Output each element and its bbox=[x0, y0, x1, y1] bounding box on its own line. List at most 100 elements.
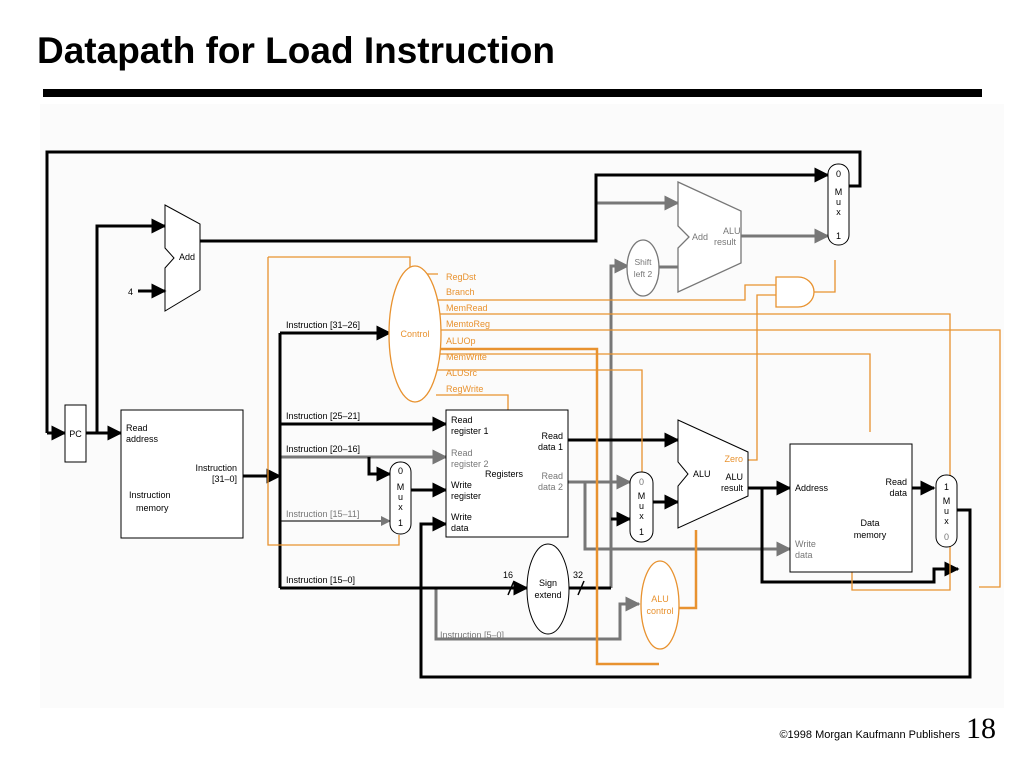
rf-read-data2-a: Read bbox=[541, 471, 563, 481]
dm-address: Address bbox=[795, 483, 829, 493]
rf-write-data-a: Write bbox=[451, 512, 472, 522]
im-read-label: Read bbox=[126, 423, 148, 433]
signal-memtoreg: MemtoReg bbox=[446, 319, 490, 329]
rf-read-data1-b: data 1 bbox=[538, 442, 563, 452]
pc-label: PC bbox=[69, 429, 82, 439]
signal-aluop: ALUOp bbox=[446, 336, 476, 346]
svg-text:result: result bbox=[714, 237, 737, 247]
svg-text:Shift: Shift bbox=[634, 257, 652, 267]
title-rule bbox=[43, 89, 982, 97]
control-label: Control bbox=[400, 329, 429, 339]
svg-text:0: 0 bbox=[398, 466, 403, 476]
svg-text:1: 1 bbox=[398, 518, 403, 528]
svg-text:extend: extend bbox=[534, 590, 561, 600]
inactive-wires bbox=[280, 195, 830, 641]
pc-source-mux: 0 M u x 1 bbox=[827, 163, 850, 246]
field-15-0: Instruction [15–0] bbox=[286, 575, 355, 585]
bits-32-label: 32 bbox=[573, 570, 583, 580]
sign-extend: Sign extend 16 32 bbox=[503, 543, 583, 635]
pc-register: PC bbox=[64, 404, 87, 463]
bus-slashes bbox=[507, 580, 585, 596]
svg-text:u: u bbox=[836, 197, 841, 207]
slide-title: Datapath for Load Instruction bbox=[37, 30, 555, 71]
data-memory: Address Read data Write data Data memory bbox=[789, 443, 913, 573]
signal-regdst: RegDst bbox=[446, 272, 477, 282]
field-20-16: Instruction [20–16] bbox=[286, 444, 360, 454]
im-bits-label: [31–0] bbox=[212, 474, 237, 484]
alu-label: ALU bbox=[693, 469, 711, 479]
copyright-footer: ©1998 Morgan Kaufmann Publishers bbox=[779, 729, 960, 741]
rf-read-reg2-a: Read bbox=[451, 448, 473, 458]
svg-text:x: x bbox=[944, 516, 949, 526]
im-name-2: memory bbox=[136, 503, 169, 513]
active-wires bbox=[45, 150, 972, 679]
alu-zero-label: Zero bbox=[724, 454, 743, 464]
const-four: 4 bbox=[128, 283, 167, 299]
svg-text:M: M bbox=[943, 496, 951, 506]
regdst-mux: 0 M u x 1 bbox=[389, 461, 412, 535]
svg-text:x: x bbox=[639, 511, 644, 521]
dm-write-b: data bbox=[795, 550, 813, 560]
branch-and-gate bbox=[775, 276, 815, 308]
svg-text:u: u bbox=[639, 501, 644, 511]
svg-text:M: M bbox=[835, 187, 843, 197]
svg-text:x: x bbox=[398, 502, 403, 512]
signal-branch: Branch bbox=[446, 287, 475, 297]
main-alu: ALU Zero ALU result bbox=[677, 419, 749, 529]
const-four-label: 4 bbox=[128, 287, 133, 297]
rf-read-reg1-b: register 1 bbox=[451, 426, 489, 436]
alusrc-mux: 0 M u x 1 bbox=[629, 471, 654, 543]
alu-result-a: ALU bbox=[725, 472, 743, 482]
rf-write-data-b: data bbox=[451, 523, 469, 533]
svg-text:M: M bbox=[397, 482, 405, 492]
page-number: 18 bbox=[966, 712, 996, 745]
alu-control: ALU control bbox=[640, 560, 680, 650]
svg-text:1: 1 bbox=[639, 527, 644, 537]
field-5-0: Instruction [5–0] bbox=[440, 630, 504, 640]
rf-name: Registers bbox=[485, 469, 524, 479]
pc-adder: Add bbox=[164, 204, 201, 312]
field-31-26: Instruction [31–26] bbox=[286, 320, 360, 330]
im-address-label: address bbox=[126, 434, 159, 444]
svg-text:x: x bbox=[836, 207, 841, 217]
rf-read-reg1-a: Read bbox=[451, 415, 473, 425]
svg-text:Add: Add bbox=[692, 232, 708, 242]
rf-write-reg-a: Write bbox=[451, 480, 472, 490]
dm-write-a: Write bbox=[795, 539, 816, 549]
shift-left-2: Shift left 2 bbox=[626, 239, 660, 297]
svg-text:0: 0 bbox=[944, 532, 949, 542]
dm-read-a: Read bbox=[885, 477, 907, 487]
svg-text:1: 1 bbox=[836, 231, 841, 241]
im-name-1: Instruction bbox=[129, 490, 171, 500]
control-unit: Control RegDst Branch MemRead MemtoReg A… bbox=[388, 265, 490, 403]
rf-read-data1-a: Read bbox=[541, 431, 563, 441]
aluop-wires bbox=[436, 347, 698, 666]
svg-text:M: M bbox=[638, 491, 646, 501]
register-file: Read register 1 Read register 2 Write re… bbox=[445, 409, 569, 538]
svg-text:u: u bbox=[398, 492, 403, 502]
instruction-memory: Read address Instruction [31–0] Instruct… bbox=[120, 409, 244, 539]
svg-text:ALU: ALU bbox=[723, 226, 741, 236]
dm-name-b: memory bbox=[854, 530, 887, 540]
instruction-field-labels: Instruction [31–26] Instruction [25–21] … bbox=[286, 320, 504, 640]
svg-text:Sign: Sign bbox=[539, 578, 557, 588]
svg-text:ALU: ALU bbox=[651, 594, 669, 604]
svg-text:0: 0 bbox=[639, 477, 644, 487]
svg-text:control: control bbox=[646, 606, 673, 616]
signal-alusrc: ALUSrc bbox=[446, 368, 478, 378]
im-instruction-label: Instruction bbox=[195, 463, 237, 473]
field-15-11: Instruction [15–11] bbox=[286, 509, 359, 519]
dm-read-b: data bbox=[889, 488, 907, 498]
rf-write-reg-b: register bbox=[451, 491, 481, 501]
pc-adder-label: Add bbox=[179, 252, 195, 262]
field-25-21: Instruction [25–21] bbox=[286, 411, 360, 421]
branch-adder: Add ALU result bbox=[677, 180, 742, 294]
alu-result-b: result bbox=[721, 483, 744, 493]
dm-name-a: Data bbox=[860, 518, 879, 528]
bits-16-label: 16 bbox=[503, 570, 513, 580]
svg-text:0: 0 bbox=[836, 169, 841, 179]
rf-read-reg2-b: register 2 bbox=[451, 459, 489, 469]
signal-memwrite: MemWrite bbox=[446, 352, 487, 362]
svg-text:u: u bbox=[944, 506, 949, 516]
